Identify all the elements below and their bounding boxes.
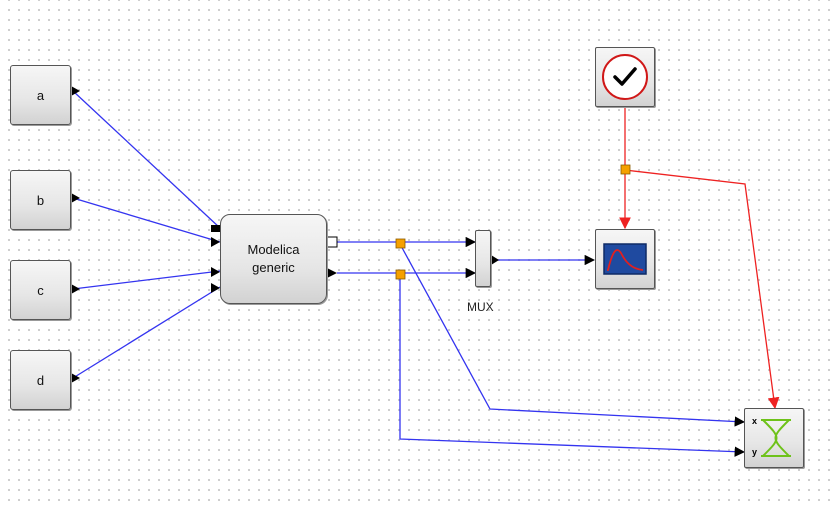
link-a-to-modelica[interactable]: [72, 90, 221, 229]
xy-port-y-label: y: [752, 447, 758, 457]
split-point[interactable]: [395, 269, 406, 280]
modelica-generic-block[interactable]: Modelica generic: [220, 214, 327, 304]
link-split-to-xy-x[interactable]: [399, 243, 746, 427]
block-label: b: [36, 192, 45, 208]
mux-output-port[interactable]: [491, 255, 499, 265]
xy-scope-icon: [761, 419, 791, 457]
block-label: Modelica generic: [247, 242, 300, 275]
clock-block[interactable]: [595, 47, 655, 107]
scope-icon: [603, 243, 647, 275]
modelica-input-port[interactable]: [211, 237, 220, 247]
source-block-d[interactable]: d: [10, 350, 71, 410]
modelica-output-port[interactable]: [327, 268, 337, 278]
source-block-a[interactable]: a: [10, 65, 71, 125]
event-link-split-to-xy[interactable]: [624, 169, 780, 410]
block-label: d: [36, 372, 45, 388]
source-c-output-port[interactable]: [71, 284, 80, 294]
xy-scope-block[interactable]: [744, 408, 804, 468]
mux-label: MUX: [467, 300, 494, 314]
split-point[interactable]: [395, 238, 406, 249]
source-a-output-port[interactable]: [71, 86, 80, 96]
link-split-to-xy-y[interactable]: [399, 275, 746, 457]
split-point[interactable]: [620, 164, 631, 175]
source-block-c[interactable]: c: [10, 260, 71, 320]
block-label: c: [37, 282, 44, 298]
xy-port-x-label: x: [752, 416, 758, 426]
modelica-input-port[interactable]: [211, 225, 220, 232]
mux-block[interactable]: [475, 230, 491, 287]
link-d-to-modelica[interactable]: [72, 286, 221, 379]
source-b-output-port[interactable]: [71, 193, 80, 203]
clock-icon: [602, 54, 648, 100]
block-label: a: [36, 87, 45, 103]
modelica-output-port[interactable]: [326, 236, 338, 248]
modelica-input-port[interactable]: [211, 267, 220, 277]
scope-block[interactable]: [595, 229, 655, 289]
link-c-to-modelica[interactable]: [72, 270, 221, 290]
source-block-b[interactable]: b: [10, 170, 71, 230]
source-d-output-port[interactable]: [71, 373, 80, 383]
modelica-input-port[interactable]: [211, 283, 220, 293]
link-b-to-modelica[interactable]: [72, 197, 221, 243]
